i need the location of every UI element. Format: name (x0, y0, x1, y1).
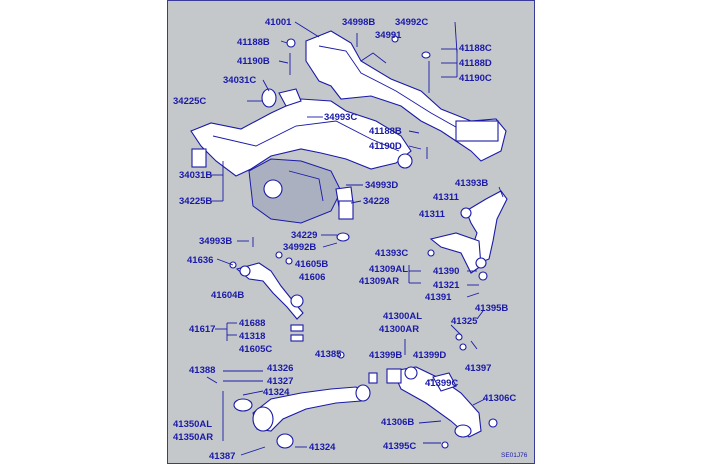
diagram-reference-code: SE01J76 (501, 452, 528, 459)
label-34991: 34991 (375, 30, 402, 41)
bushing-34228 (338, 200, 354, 220)
label-41325: 41325 (451, 316, 478, 327)
label-41390: 41390 (433, 266, 459, 277)
toe-control-arm-part (235, 262, 304, 342)
label-41397: 41397 (465, 363, 491, 374)
label-41326: 41326 (267, 363, 293, 374)
bushing-34031b (191, 148, 207, 168)
label-34992b: 34992B (283, 242, 316, 253)
label-34228: 34228 (363, 196, 389, 207)
upper-control-arm-part (429, 190, 508, 281)
label-41311: 41311 (433, 192, 460, 203)
label-41391: 41391 (425, 292, 452, 303)
label-41188b-2: 41188B (369, 126, 402, 137)
label-41636: 41636 (187, 255, 213, 266)
label-41190b: 41190B (237, 56, 270, 67)
main-frame-part (190, 88, 412, 177)
label-34225c: 34225C (173, 96, 206, 107)
label-41318: 41318 (239, 331, 265, 342)
label-41387: 41387 (209, 451, 235, 462)
label-41395c: 41395C (383, 441, 416, 452)
label-41399d: 41399D (413, 350, 446, 361)
label-41388: 41388 (189, 365, 215, 376)
label-41350al: 41350AL (173, 419, 212, 430)
label-41393c: 41393C (375, 248, 408, 259)
label-41300al: 41300AL (383, 311, 422, 322)
lower-control-arm-part (233, 384, 371, 449)
label-41324-2: 41324 (309, 442, 336, 453)
label-41190d: 41190D (369, 141, 402, 152)
label-34993c: 34993C (324, 112, 357, 123)
label-34031b: 34031B (179, 170, 212, 181)
part-labels: 41001 34998B 34992C 41188B 34991 41188C … (173, 17, 528, 462)
label-41001: 41001 (265, 17, 292, 28)
label-41688: 41688 (239, 318, 265, 329)
label-41605c: 41605C (239, 344, 272, 355)
lower-arm-assembly-part (368, 366, 498, 438)
label-41327: 41327 (267, 376, 293, 387)
label-34993d: 34993D (365, 180, 398, 191)
label-41188c: 41188C (459, 43, 492, 54)
label-41300ar: 41300AR (379, 324, 419, 335)
label-41306b: 41306B (381, 417, 414, 428)
label-34998b: 34998B (342, 17, 375, 28)
label-41188d: 41188D (459, 58, 492, 69)
leader-lines (211, 21, 486, 456)
label-34993b: 34993B (199, 236, 232, 247)
bushing-34229 (336, 232, 350, 242)
label-41324: 41324 (263, 387, 290, 398)
label-34992c: 34992C (395, 17, 428, 28)
differential-part (248, 158, 354, 224)
label-41604b: 41604B (211, 290, 244, 301)
label-34031c: 34031C (223, 75, 256, 86)
label-41190c: 41190C (459, 73, 492, 84)
label-34225b: 34225B (179, 196, 212, 207)
parts-diagram-panel: 41001 34998B 34992C 41188B 34991 41188C … (167, 0, 535, 464)
label-41188b: 41188B (237, 37, 270, 48)
rear-suspension-exploded-diagram: 41001 34998B 34992C 41188B 34991 41188C … (173, 17, 528, 462)
bolts-and-fasteners (206, 33, 504, 449)
label-41617: 41617 (189, 324, 215, 335)
label-34229: 34229 (291, 230, 317, 241)
label-41605b: 41605B (295, 259, 328, 270)
label-41311-2: 41311 (419, 209, 446, 220)
label-41321: 41321 (433, 280, 460, 291)
label-41385: 41385 (315, 349, 342, 360)
label-41399c: 41399C (425, 378, 458, 389)
label-41399b: 41399B (369, 350, 402, 361)
label-41395b: 41395B (475, 303, 508, 314)
label-41306c: 41306C (483, 393, 516, 404)
label-41606: 41606 (299, 272, 325, 283)
label-41350ar: 41350AR (173, 432, 213, 443)
bushing-41190d (397, 153, 413, 169)
label-41309ar: 41309AR (359, 276, 399, 287)
rear-crossmember-part (305, 30, 507, 162)
label-41393b: 41393B (455, 178, 488, 189)
label-41309al: 41309AL (369, 264, 408, 275)
